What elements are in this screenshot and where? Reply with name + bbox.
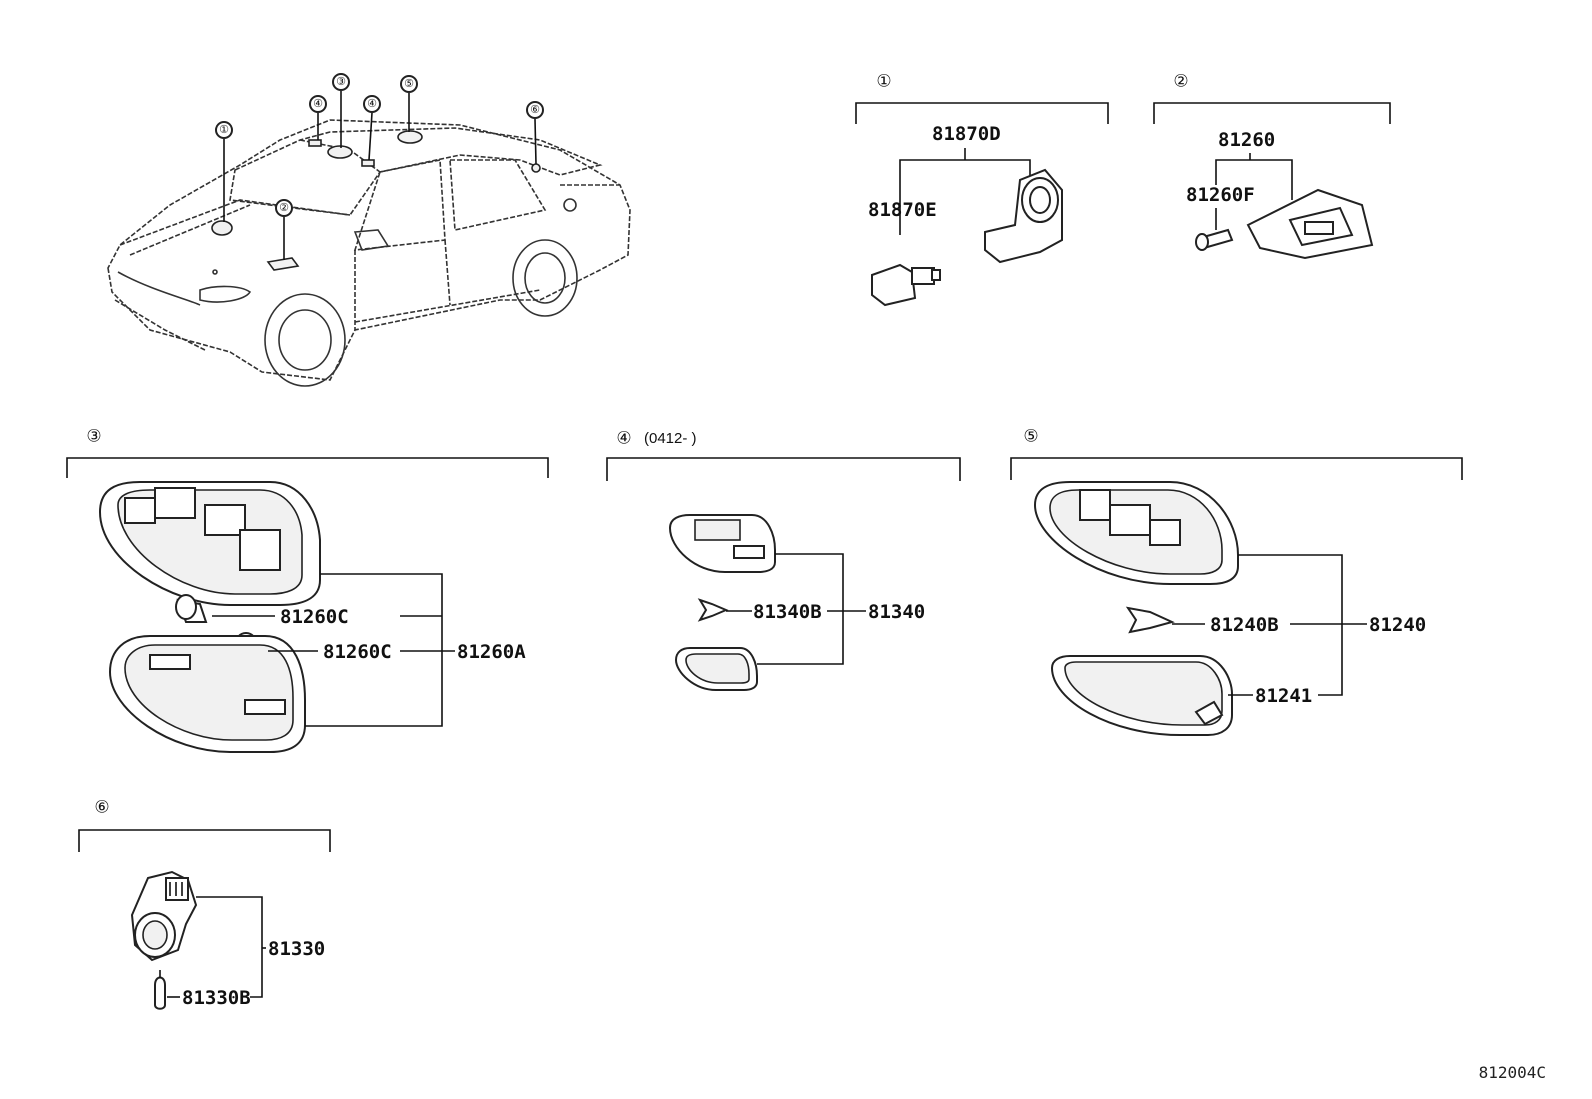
section-4-marker: ④ (616, 429, 631, 448)
section-6: ⑥ 81330 81330B (78, 798, 331, 1010)
section-2: ② 81260 81260F (1153, 72, 1391, 260)
part-81870D[interactable]: 81870D (932, 123, 1001, 145)
section-5-group-bracket (1238, 554, 1343, 696)
section-6-bracket (78, 829, 331, 852)
section-5: ⑤ 81240B 81240 81241 (1010, 427, 1463, 736)
lamp-housing-icon (1246, 188, 1374, 260)
part-81240[interactable]: 81240 (1369, 614, 1426, 636)
section-1-marker: ① (876, 72, 891, 91)
car-callout-1[interactable]: ① (215, 121, 233, 139)
part-81330B[interactable]: 81330B (182, 987, 251, 1009)
section-4-date-note: (0412- ) (644, 430, 697, 447)
part-81260C-upper[interactable]: 81260C (280, 606, 349, 628)
part-81260F[interactable]: 81260F (1186, 184, 1255, 206)
part-81260C-lower[interactable]: 81260C (323, 641, 392, 663)
svg-text:⑥: ⑥ (530, 104, 540, 116)
section-3-group-bracket (305, 573, 443, 727)
section-3-marker: ③ (86, 427, 101, 446)
svg-text:③: ③ (336, 76, 346, 88)
diagram-reference-code: 812004C (1479, 1063, 1546, 1082)
part-81260A[interactable]: 81260A (457, 641, 526, 663)
svg-text:④: ④ (313, 98, 323, 110)
car-callout-2[interactable]: ② (275, 199, 293, 217)
svg-text:①: ① (219, 124, 229, 136)
part-81330[interactable]: 81330 (268, 938, 325, 960)
car-callout-4b[interactable]: ④ (363, 95, 381, 113)
vanity-lamp-lens-icon (674, 647, 758, 691)
section-4-bracket (606, 457, 961, 481)
part-81340B[interactable]: 81340B (753, 601, 822, 623)
bulb-icon (154, 970, 166, 1010)
door-switch-icon (871, 263, 941, 307)
section-6-marker: ⑥ (94, 798, 109, 817)
section-1: ① 81870D 81870E (855, 72, 1109, 307)
dome-lamp-lens-icon (1050, 655, 1233, 736)
section-1-bracket (855, 102, 1109, 124)
svg-text:②: ② (279, 202, 289, 214)
luggage-lamp-icon (130, 870, 198, 962)
section-6-group-bracket (196, 896, 263, 998)
svg-text:⑤: ⑤ (404, 78, 414, 90)
part-81870E[interactable]: 81870E (868, 199, 937, 221)
car-callout-4a[interactable]: ④ (309, 95, 327, 113)
section-5-bracket (1010, 457, 1463, 480)
part-81241[interactable]: 81241 (1255, 685, 1312, 707)
switch-bracket-icon (984, 168, 1063, 264)
part-81340[interactable]: 81340 (868, 601, 925, 623)
section-4-group-bracket (757, 553, 844, 665)
section-3: ③ 81260C (66, 427, 549, 753)
section-4: ④ (0412- ) 81340B 81340 (606, 429, 961, 691)
section-2-marker: ② (1173, 72, 1188, 91)
map-lamp-housing-icon (98, 481, 321, 606)
map-lamp-lens-icon (108, 635, 306, 753)
bulb-icon (1125, 606, 1175, 634)
bulb-icon (697, 598, 729, 622)
car-callout-3[interactable]: ③ (332, 73, 350, 91)
part-81260[interactable]: 81260 (1218, 129, 1275, 151)
car-callout-5[interactable]: ⑤ (400, 75, 418, 93)
bulb-icon (1195, 228, 1234, 251)
part-81240B[interactable]: 81240B (1210, 614, 1279, 636)
dome-lamp-housing-icon (1033, 481, 1239, 585)
section-3-bracket (66, 457, 549, 478)
car-callout-6[interactable]: ⑥ (526, 101, 544, 119)
section-5-marker: ⑤ (1023, 427, 1038, 446)
bulb-icon (175, 594, 208, 623)
vanity-lamp-housing-icon (668, 514, 776, 573)
car-illustration: ① ② ③ ④ ④ ⑤ ⑥ (107, 73, 631, 387)
section-2-bracket (1153, 102, 1391, 124)
svg-text:④: ④ (367, 98, 377, 110)
